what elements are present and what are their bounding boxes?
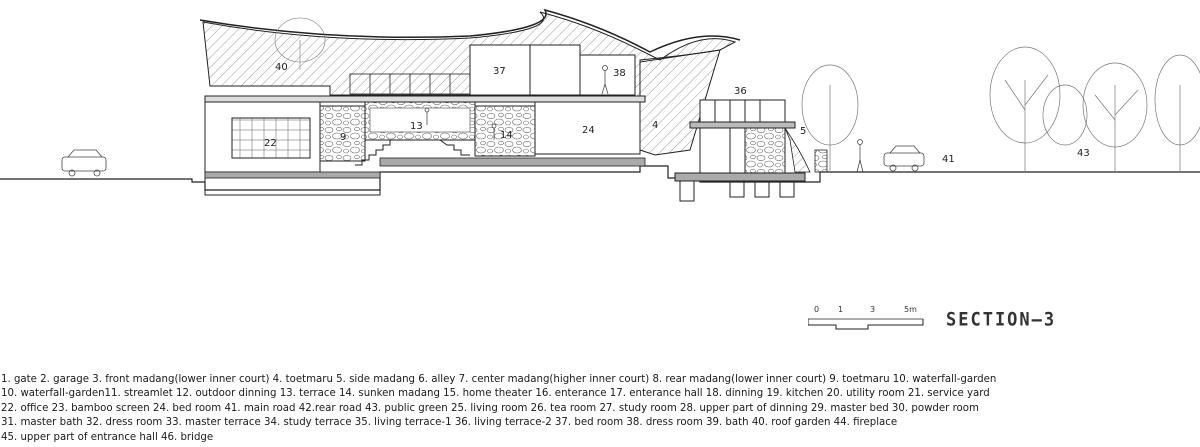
floor-slab [204, 95, 646, 103]
room-14 [474, 105, 536, 157]
label-22: 22 [264, 138, 277, 149]
label-37: 37 [493, 66, 506, 77]
car-left [61, 149, 107, 177]
scale-mark-3: 3 [870, 305, 876, 314]
label-24: 24 [582, 125, 595, 136]
terrace-railing [349, 73, 471, 95]
label-36: 36 [734, 86, 747, 97]
label-14: 14 [500, 130, 513, 141]
car-right [883, 145, 925, 172]
label-40: 40 [275, 62, 288, 73]
roof-curve [199, 8, 741, 53]
room-37 [469, 44, 531, 96]
right-wing [639, 49, 721, 156]
section-drawing: 40 37 38 36 22 9 13 14 24 4 5 41 43 [0, 8, 1200, 202]
label-9: 9 [340, 132, 346, 143]
section-title: SECTION—3 [946, 309, 1057, 331]
label-13: 13 [410, 121, 423, 132]
label-43: 43 [1077, 148, 1090, 159]
room-22 [231, 117, 311, 159]
room-38 [579, 54, 636, 96]
label-41: 41 [942, 154, 955, 165]
stairs [355, 139, 470, 166]
scale-mark-5m: 5m [904, 305, 917, 314]
scale-mark-0: 0 [814, 305, 820, 314]
legend-line: 22. office 23. bamboo screen 24. bed roo… [1, 402, 979, 414]
label-5: 5 [800, 126, 806, 137]
ground-line [0, 165, 1200, 191]
legend-line: 31. master bath 32. dress room 33. maste… [1, 417, 898, 429]
legend-line: 1. gate 2. garage 3. front madang(lower … [1, 374, 997, 385]
legend: 1. gate 2. garage 3. front madang(lower … [1, 373, 1199, 445]
label-38: 38 [613, 68, 626, 79]
label-4: 4 [652, 120, 658, 131]
scale-bar-graphic [808, 318, 924, 330]
trees-right [801, 46, 1200, 172]
room-mid [529, 44, 581, 96]
people [424, 65, 864, 173]
scale-bar: 0 1 3 5m [808, 305, 928, 331]
legend-line: 10. waterfall-garden11. streamlet 12. ou… [1, 388, 990, 400]
room-24 [534, 101, 641, 155]
legend-line: 45. upper part of entrance hall 46. brid… [1, 431, 214, 443]
pavilion-36 [674, 99, 806, 202]
scale-mark-1: 1 [838, 305, 844, 314]
